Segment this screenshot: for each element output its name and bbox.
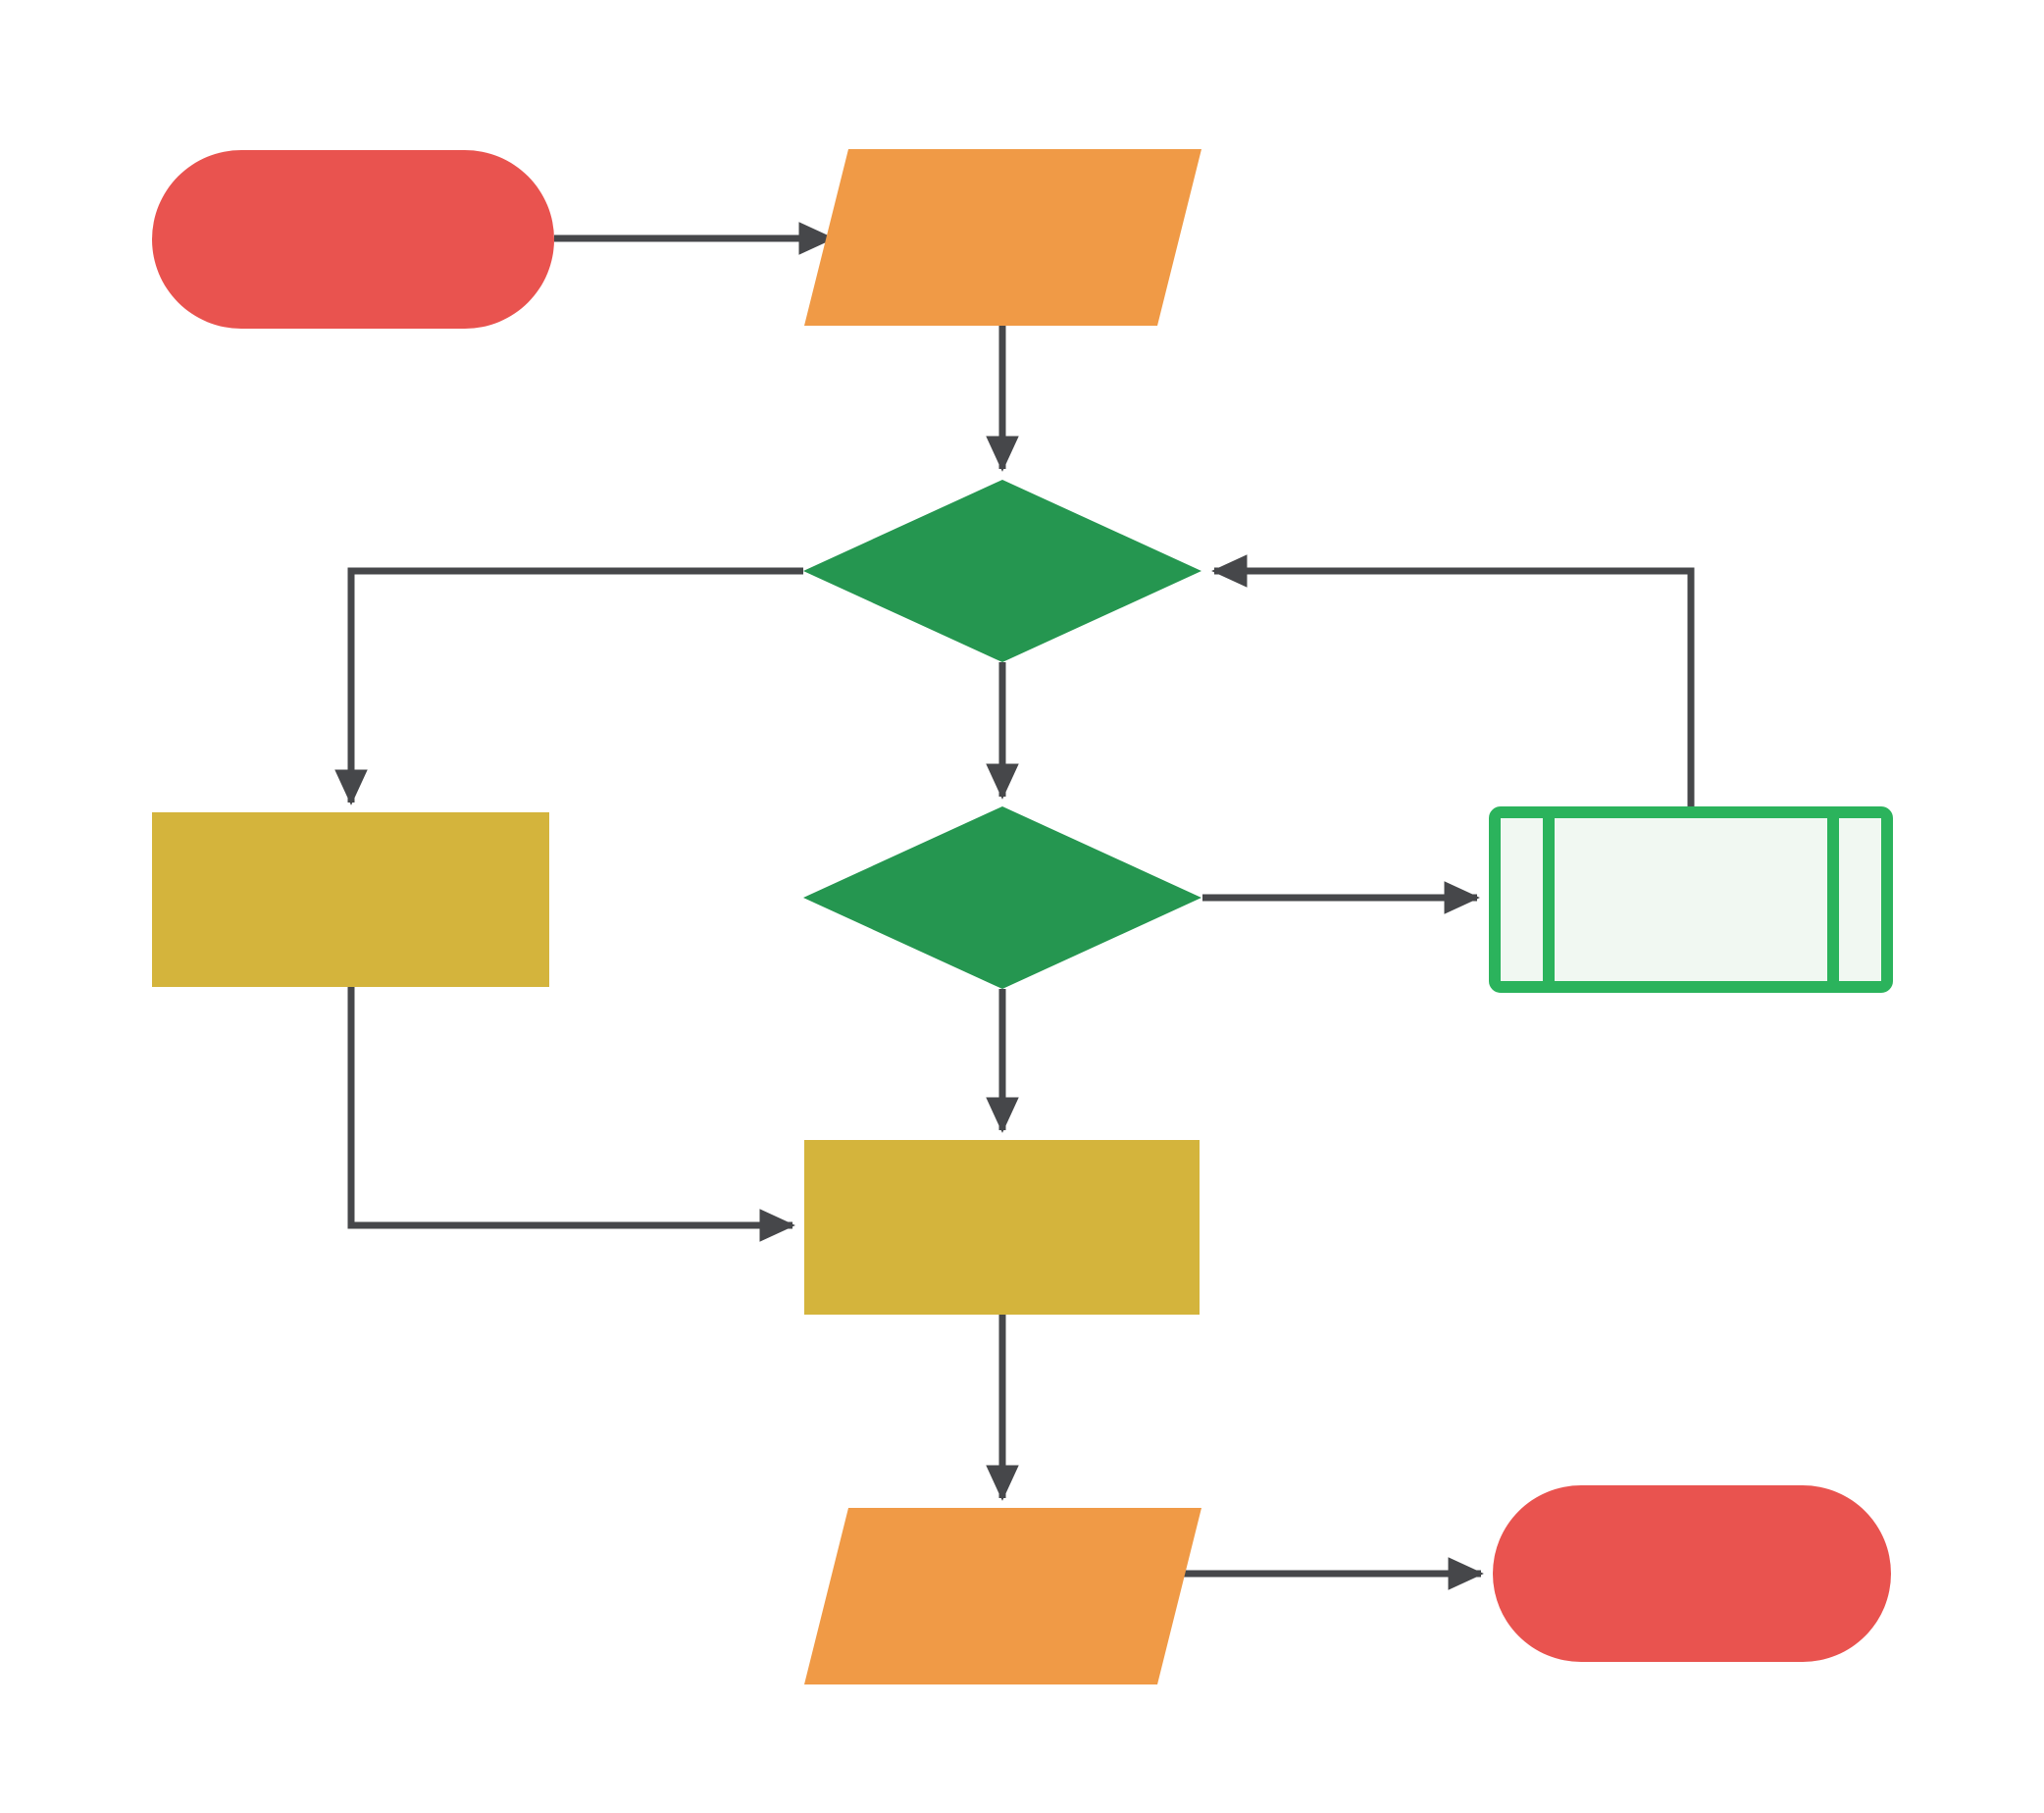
edge-decision1-to-process-left (334, 567, 803, 805)
subroutine-outer-border[interactable] (1489, 806, 1893, 993)
input-parallelogram-top[interactable] (804, 149, 1201, 326)
process-rectangle-center[interactable] (804, 1140, 1200, 1315)
output-parallelogram-bottom[interactable] (804, 1508, 1201, 1684)
output-parallelogram-bottom-shape[interactable] (804, 1508, 1201, 1684)
decision-diamond-upper[interactable] (803, 480, 1201, 662)
edge-process-left-to-process-center (347, 987, 795, 1242)
start-terminator[interactable] (152, 150, 554, 329)
process-rectangle-left[interactable] (152, 812, 549, 987)
decision-diamond-lower-shape[interactable] (803, 806, 1201, 989)
decision-diamond-lower[interactable] (803, 806, 1201, 989)
end-terminator[interactable] (1493, 1485, 1891, 1662)
subroutine-predefined-process[interactable] (1489, 806, 1893, 993)
end-terminator-shape[interactable] (1493, 1485, 1891, 1662)
start-terminator-shape[interactable] (152, 150, 554, 329)
decision-diamond-upper-shape[interactable] (803, 480, 1201, 662)
edge-layer (334, 222, 1695, 1590)
input-parallelogram-top-shape[interactable] (804, 149, 1201, 326)
process-rectangle-left-shape[interactable] (152, 812, 549, 987)
edge-subroutine-to-decision1 (1211, 554, 1695, 806)
process-rectangle-center-shape[interactable] (804, 1140, 1200, 1315)
